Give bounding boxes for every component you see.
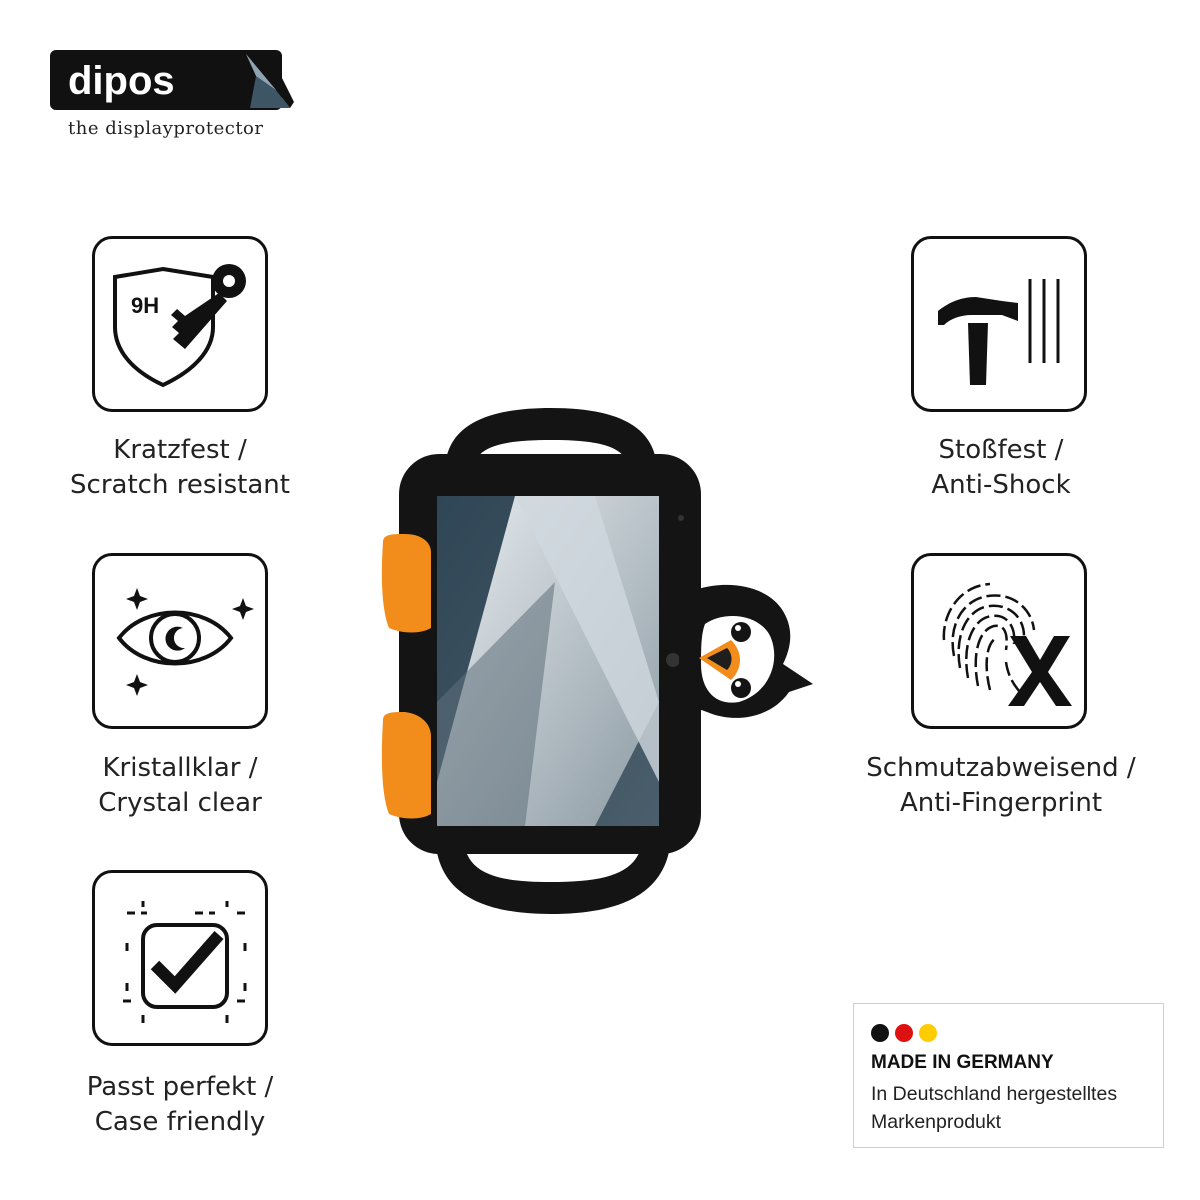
feature-caption-crystal: Kristallklar / Crystal clear (0, 751, 360, 821)
feature-caption-scratch: Kratzfest / Scratch resistant (0, 433, 360, 503)
front-camera (678, 515, 684, 521)
caption-line-en: Anti-Fingerprint (899, 788, 1103, 818)
feature-anti-fingerprint (911, 553, 1087, 729)
made-in-description: In Deutschland hergestelltes Markenprodu… (871, 1080, 1117, 1136)
caption-line-en: Case friendly (94, 1107, 266, 1137)
dipos-logo-badge: dipos (50, 50, 294, 110)
made-in-title: MADE IN GERMANY (871, 1052, 1054, 1073)
crystal-eye-icon (116, 588, 254, 696)
hammer-shock-icon (938, 279, 1060, 385)
caption-line-de: Kratzfest / (113, 435, 247, 465)
caption-line-en: Scratch resistant (70, 470, 290, 500)
made-in-line2: Markenprodukt (871, 1111, 1002, 1133)
case-top-handle (445, 408, 657, 472)
flag-dot-red (895, 1024, 913, 1042)
caption-line-en: Crystal clear (98, 788, 262, 818)
case-bottom-handle (435, 832, 671, 914)
feature-case-friendly (92, 870, 268, 1046)
case-checkmark-icon (123, 901, 247, 1023)
brand-logo: dipos (50, 50, 295, 140)
made-in-germany-badge: MADE IN GERMANY In Deutschland hergestel… (853, 1003, 1164, 1148)
caption-line-de: Passt perfekt / (86, 1072, 274, 1102)
left-flipper-top (381, 534, 431, 633)
penguin-eye-bottom (731, 678, 751, 698)
brand-name: dipos (68, 59, 175, 103)
fingerprint-x-icon (942, 582, 1072, 706)
camera-dot (666, 653, 680, 667)
shield-badge-label: 9H (131, 293, 159, 318)
penguin-eye-top (731, 622, 751, 642)
feature-caption-case: Passt perfekt / Case friendly (0, 1070, 360, 1140)
feature-caption-shock: Stoßfest / Anti-Shock (821, 433, 1181, 503)
caption-line-en: Anti-Shock (931, 470, 1071, 500)
feature-caption-fingerprint: Schmutzabweisend / Anti-Fingerprint (821, 751, 1181, 821)
caption-line-de: Schmutzabweisend / (866, 753, 1136, 783)
right-flipper-bottom (381, 712, 431, 819)
penguin-tablet-illustration (381, 408, 813, 914)
feature-anti-shock (911, 236, 1087, 412)
feature-scratch-resistant: 9H (92, 236, 268, 412)
brand-tagline: the displayprotector (68, 118, 264, 139)
caption-line-de: Stoßfest / (938, 435, 1064, 465)
made-in-line1: In Deutschland hergestelltes (871, 1083, 1118, 1105)
flag-dot-black (871, 1024, 889, 1042)
feature-crystal-clear (92, 553, 268, 729)
9h-shield-key-icon: 9H (113, 264, 246, 388)
flag-dot-gold (919, 1024, 937, 1042)
caption-line-de: Kristallklar / (102, 753, 258, 783)
